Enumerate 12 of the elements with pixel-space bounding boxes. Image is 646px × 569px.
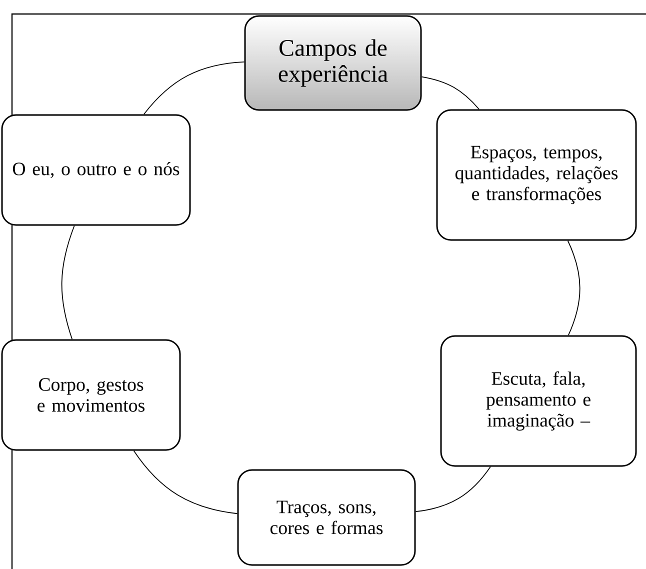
title-box: Campos de experiência xyxy=(244,15,422,111)
connector-arc xyxy=(143,61,245,115)
connector-arc xyxy=(133,450,238,514)
connector-arc xyxy=(421,76,480,110)
topic-box: Corpo, gestos e movimentos xyxy=(1,339,181,451)
topic-box: O eu, o outro e o nós xyxy=(1,114,191,226)
topic-box: Traços, sons, cores e formas xyxy=(237,469,416,566)
connector-arc xyxy=(567,240,580,336)
connector-arc xyxy=(415,466,491,512)
connector-arc xyxy=(61,225,75,340)
topic-box: Espaços, tempos, quantidades, relações e transformações xyxy=(436,109,637,241)
topic-box: Escuta, fala, pensamento e imaginação – xyxy=(440,335,637,467)
